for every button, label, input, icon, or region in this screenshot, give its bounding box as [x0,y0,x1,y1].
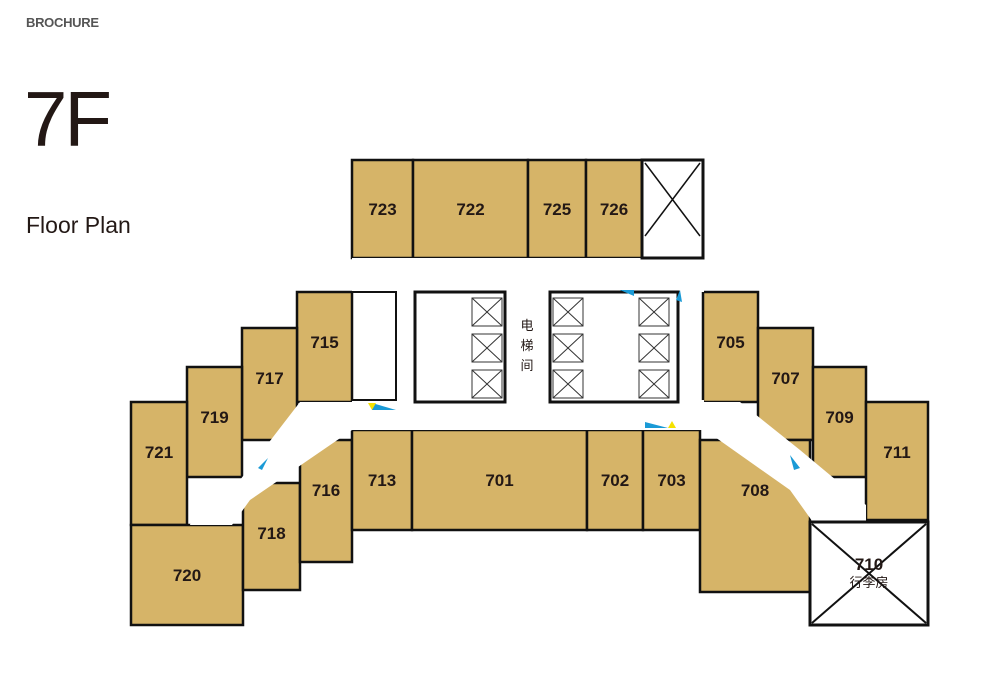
room-722: 722 [411,158,530,260]
room-702-area [585,428,645,532]
room-720-area [129,523,245,627]
room-713: 713 [350,428,414,532]
elevators [471,297,670,399]
room-718: 718 [241,481,302,592]
corridors [190,258,866,525]
room-703: 703 [641,428,702,532]
room-726: 726 [584,158,644,260]
room-707: 707 [756,326,815,442]
brochure-label: BROCHURE [26,15,99,30]
room-label: 713 [368,471,396,490]
svg-text:710: 710 [855,555,883,574]
room-725: 725 [526,158,588,260]
room-721: 721 [129,400,189,527]
room-715: 715 [295,290,354,404]
elevator-car [552,333,584,363]
room-705-area [701,290,760,404]
room-701-area [410,428,589,532]
room-725-area [526,158,588,260]
elevator-car [471,333,503,363]
room-label: 722 [456,200,484,219]
room-label: 719 [200,408,228,427]
elevator-car [638,297,670,327]
room-label: 717 [255,369,283,388]
room-707-area [756,326,815,442]
room-label: 721 [145,443,173,462]
room-711-area [864,400,930,522]
elevator-car [471,369,503,399]
room-label: 720 [173,566,201,585]
room-label: 703 [657,471,685,490]
room-label: 711 [883,443,910,462]
room-label: 726 [600,200,628,219]
room-label: 716 [312,481,340,500]
svg-text:电: 电 [520,319,533,334]
escalator-marks [258,290,800,470]
elevator-car [552,369,584,399]
elevator-hall-label: 电 梯 间 [520,319,533,374]
floor-plan-title: Floor Plan [26,212,131,238]
room-label: 708 [741,481,769,500]
room-722-area [411,158,530,260]
svg-text:间: 间 [520,359,533,374]
room-709-area [811,365,868,479]
room-705: 705 [701,290,760,404]
room-label: 701 [485,471,513,490]
room-label: 718 [257,524,285,543]
room-719-area [185,365,244,479]
svg-text:行李房: 行李房 [849,575,888,591]
svg-text:梯: 梯 [520,339,533,354]
room-702: 702 [585,428,645,532]
elevator-car [471,297,503,327]
room-label: 702 [601,471,629,490]
elevator-car [638,369,670,399]
luggage-room-710: 710 行李房 [808,520,930,627]
room-709: 709 [811,365,868,479]
room-720: 720 [129,523,245,627]
floor-number: 7F [24,75,112,163]
room-719: 719 [185,365,244,479]
room-701: 701 [410,428,589,532]
room-721-area [129,400,189,527]
room-label: 723 [368,200,396,219]
room-label: 725 [543,200,571,219]
room-label: 709 [825,408,853,427]
elevator-car [638,333,670,363]
room-711: 711 [864,400,930,522]
room-715-area [295,290,354,404]
elevator-car [552,297,584,327]
room-label: 715 [310,333,338,352]
elevator-core [351,158,705,404]
room-label: 705 [716,333,744,352]
room-label: 707 [771,369,799,388]
room-723: 723 [350,158,415,260]
